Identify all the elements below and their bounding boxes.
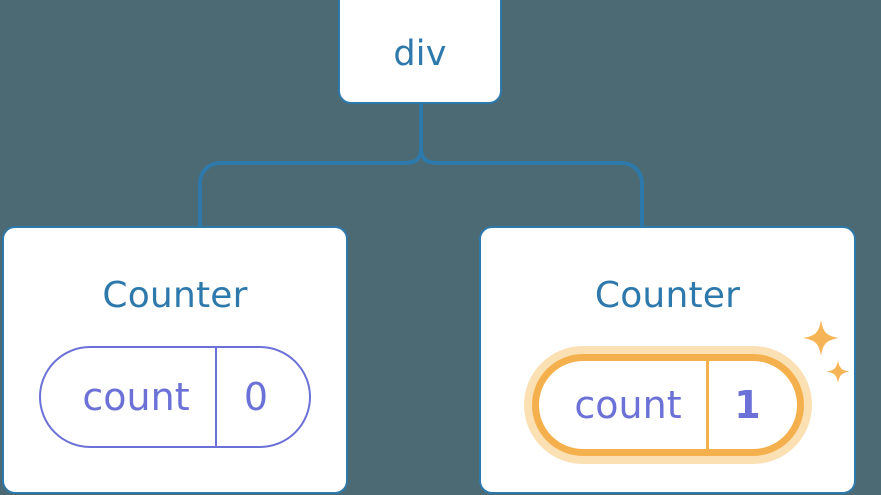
connector-flare-left: [400, 147, 423, 165]
node-counter-left[interactable]: Counter count 0: [2, 226, 348, 494]
counter-right-title: Counter: [594, 275, 741, 316]
connector-branch-left: [198, 161, 401, 227]
counter-right-state-wrap: count 1: [523, 346, 812, 464]
state-pill-count-right[interactable]: count 1: [531, 354, 804, 456]
connector-flare-right: [419, 147, 442, 165]
state-pill-value: 0: [243, 375, 269, 419]
node-div[interactable]: div: [338, 0, 502, 104]
state-pill-count-left[interactable]: count 0: [39, 346, 311, 448]
state-pill-value: 1: [734, 383, 761, 427]
node-counter-right[interactable]: Counter count 1: [479, 226, 856, 494]
connector-branch-right: [441, 161, 644, 227]
state-pill-glow: count 1: [523, 346, 812, 464]
node-div-label: div: [393, 33, 447, 74]
state-pill-key: count: [539, 361, 709, 449]
counter-left-state-wrap: count 0: [39, 346, 311, 448]
state-pill-key: count: [41, 348, 217, 446]
counter-left-title: Counter: [102, 275, 248, 316]
